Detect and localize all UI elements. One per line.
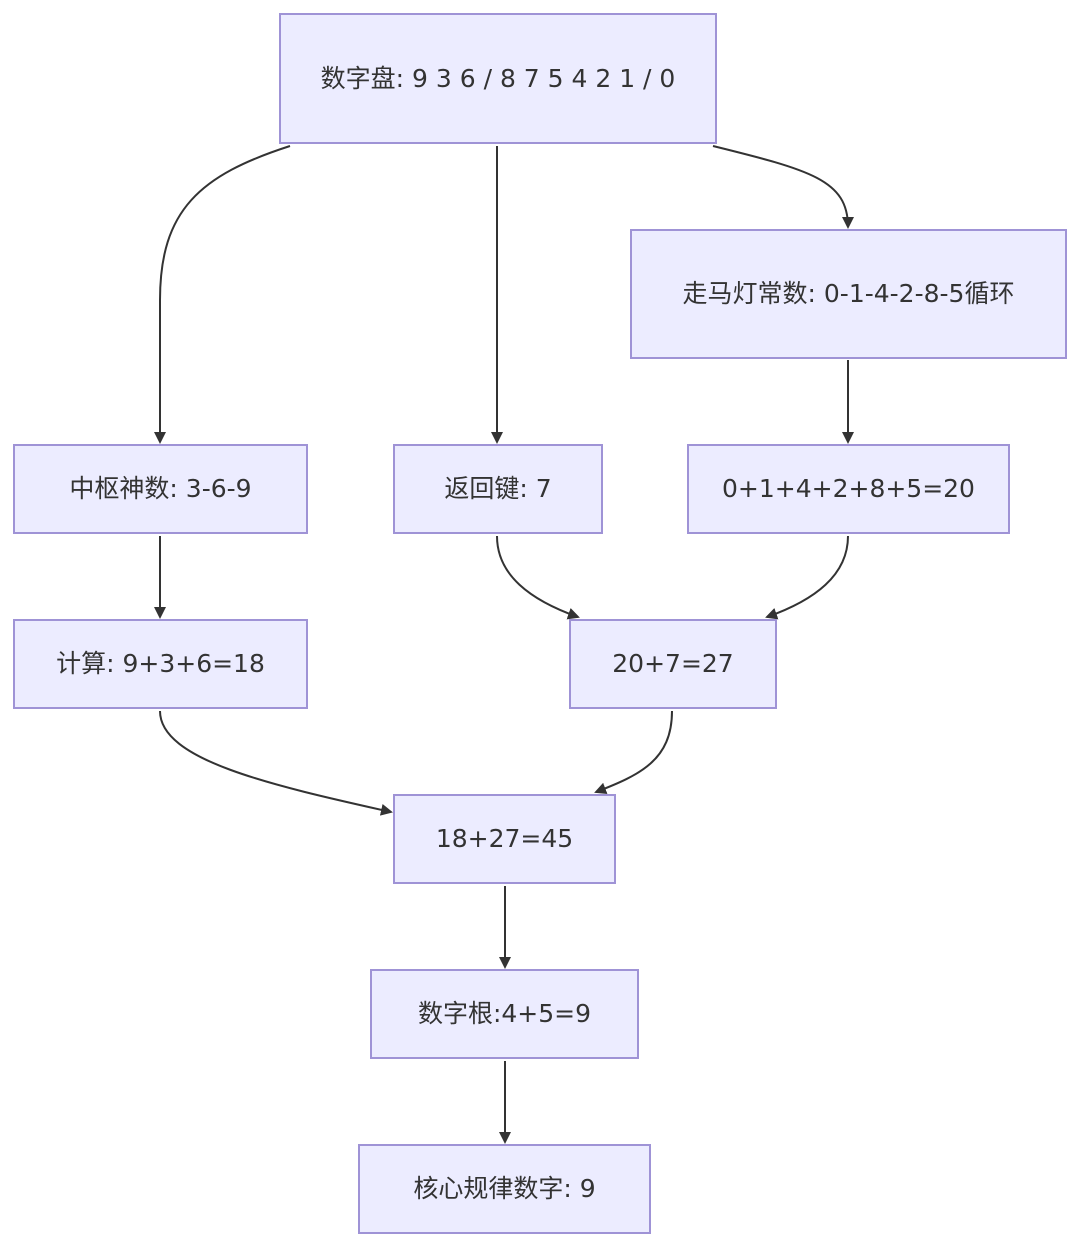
edge-calc-to-total [159,710,393,816]
node-core-number-label: 核心规律数字: 9 [413,1174,596,1203]
node-combined-sum-label: 20+7=27 [612,649,734,678]
edge-combined-to-total [594,710,673,794]
node-hub-numbers-label: 中枢神数: 3-6-9 [69,474,252,503]
node-digital-root: 数字根:4+5=9 [370,969,639,1059]
node-combined-sum: 20+7=27 [569,619,777,709]
edge-digit-pad-to-hub [154,145,291,444]
node-digit-pad: 数字盘: 9 3 6 / 8 7 5 4 2 1 / 0 [279,13,717,144]
node-hub-sum: 计算: 9+3+6=18 [13,619,308,709]
node-total-sum-label: 18+27=45 [435,824,574,853]
node-marquee-sum: 0+1+4+2+8+5=20 [687,444,1010,534]
node-marquee-sum-label: 0+1+4+2+8+5=20 [722,474,975,503]
edge-marquee-sum-to-combined [765,535,849,620]
node-marquee-constant-label: 走马灯常数: 0-1-4-2-8-5循环 [682,279,1015,308]
edge-digit-pad-to-marquee [712,145,854,229]
edge-back-key-to-combined [496,535,580,620]
node-hub-numbers: 中枢神数: 3-6-9 [13,444,308,534]
node-digit-pad-label: 数字盘: 9 3 6 / 8 7 5 4 2 1 / 0 [320,63,676,93]
node-total-sum: 18+27=45 [393,794,616,884]
node-back-key: 返回键: 7 [393,444,603,534]
node-hub-sum-label: 计算: 9+3+6=18 [56,649,265,678]
node-core-number: 核心规律数字: 9 [358,1144,651,1234]
node-digital-root-label: 数字根:4+5=9 [417,999,592,1028]
node-marquee-constant: 走马灯常数: 0-1-4-2-8-5循环 [630,229,1067,359]
node-back-key-label: 返回键: 7 [444,474,552,503]
